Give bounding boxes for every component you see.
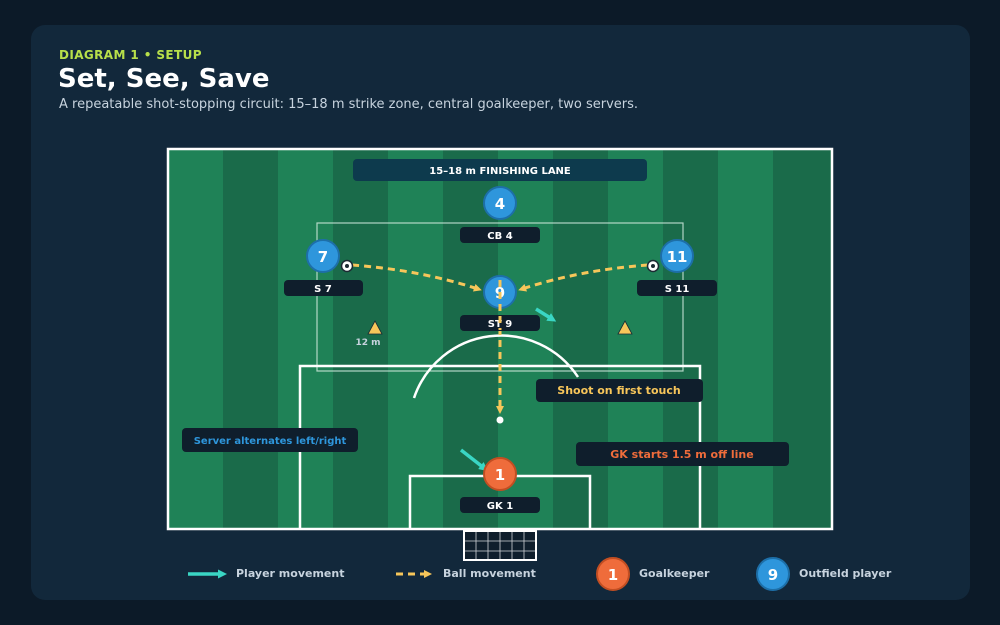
penalty-arc	[412, 334, 580, 399]
player-label: ST 9	[488, 319, 513, 330]
ball-right-icon	[646, 259, 660, 273]
player-s7: 7 S 7	[284, 239, 363, 296]
callout-server: Server alternates left/right	[182, 428, 358, 452]
ball-left-icon	[340, 259, 354, 273]
cone-left-icon	[367, 320, 383, 335]
player-number: 1	[495, 466, 505, 484]
callout-gk: GK starts 1.5 m off line	[576, 442, 789, 466]
goalkeeper-step-arrow	[459, 448, 488, 472]
player-cb4: 4 CB 4	[460, 186, 540, 243]
legend: Player movement Ball movement 1 Goalkeep…	[188, 557, 892, 591]
legend-goalkeeper-marker	[596, 557, 630, 591]
callout-gk-text: GK starts 1.5 m off line	[610, 448, 753, 461]
player-label: S 11	[665, 284, 690, 295]
callout-shoot-text: Shoot on first touch	[557, 384, 680, 397]
legend-player-movement: Player movement	[236, 567, 344, 580]
legend-outfield-marker	[756, 557, 790, 591]
goal-net	[463, 530, 537, 561]
player-label: S 7	[314, 284, 332, 295]
diagram-title: Set, See, Save	[58, 64, 270, 94]
player-number: 4	[495, 195, 505, 213]
callout-shoot: Shoot on first touch	[536, 379, 703, 402]
legend-outfield: Outfield player	[799, 567, 892, 580]
finishing-lane-box	[353, 159, 647, 181]
legend-goalkeeper: Goalkeeper	[639, 567, 710, 580]
pitch-boundary	[166, 147, 834, 531]
pitch-stripes	[168, 149, 832, 529]
legend-ball-movement: Ball movement	[443, 567, 536, 580]
striker-run-arrow	[535, 307, 557, 322]
player-label: CB 4	[487, 231, 512, 242]
ball-path-s11	[518, 263, 649, 292]
legend-goalkeeper-number: 1	[608, 566, 618, 584]
finishing-lane-label: 15–18 m FINISHING LANE	[429, 166, 571, 177]
legend-outfield-number: 9	[768, 566, 778, 584]
player-number: 11	[667, 248, 688, 266]
diagram-eyebrow: DIAGRAM 1 • SETUP	[59, 48, 202, 62]
player-number: 7	[318, 248, 328, 266]
cone-right-icon	[617, 320, 633, 335]
player-gk1: 1 GK 1	[460, 457, 540, 513]
callout-server-text: Server alternates left/right	[194, 436, 347, 447]
ball-path-s7	[351, 263, 482, 292]
player-s11: 11 S 11	[637, 239, 717, 296]
player-label: GK 1	[487, 501, 513, 512]
penalty-spot	[496, 416, 504, 424]
diagram-subtitle: A repeatable shot-stopping circuit: 15–1…	[59, 97, 639, 112]
distance-label: 12 m	[355, 338, 380, 348]
